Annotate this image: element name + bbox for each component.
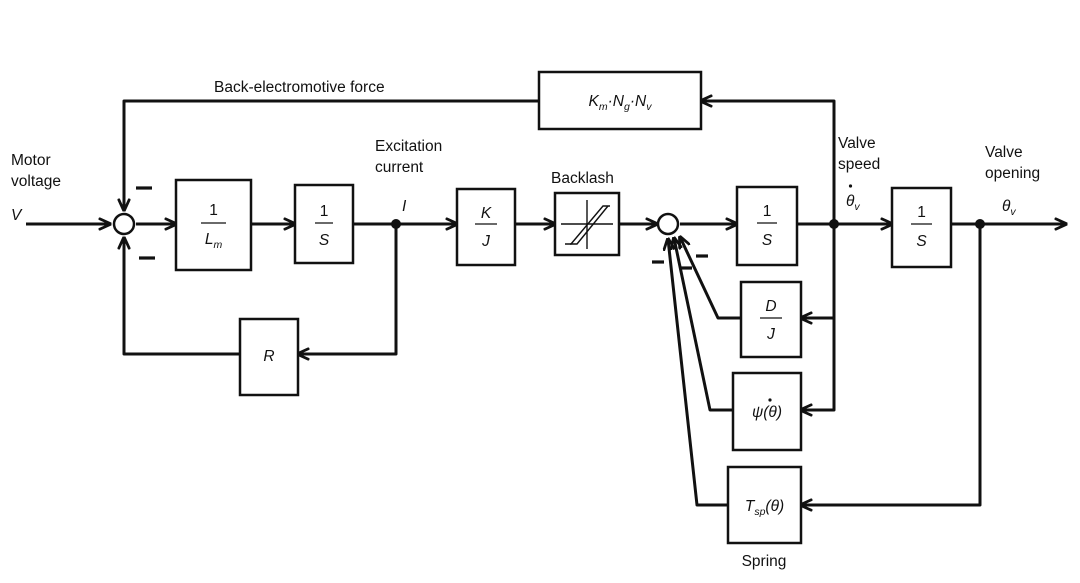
back-emf-label: Back-electromotive force: [214, 79, 385, 96]
block-inverse-inductance: 1 Lm: [174, 178, 253, 272]
backlash-label: Backlash: [551, 170, 614, 187]
DJ-feedback-to-sum2: [680, 237, 741, 320]
block-speed-integrator: 1 S: [735, 185, 799, 267]
damping-numerator: D: [765, 298, 776, 315]
speed-integrator-numerator: 1: [763, 203, 772, 220]
position-integrator-denominator: S: [916, 233, 927, 250]
block-position-integrator: 1 S: [890, 186, 953, 269]
block-resistance: R: [238, 317, 300, 397]
torque-summing-junction: [656, 212, 680, 236]
current-symbol: I: [402, 198, 407, 215]
input-voltage-symbol: V: [11, 207, 23, 224]
current-feedback-to-R: [298, 224, 398, 354]
opening-to-spring: [801, 224, 982, 505]
valve-opening-symbol: θv: [1002, 198, 1016, 218]
block-friction-function: ψ(θ): [731, 371, 803, 452]
friction-function-label: ψ(θ): [752, 404, 782, 421]
speed-junction: [829, 219, 839, 229]
friction-derivative-dot: [768, 398, 772, 402]
R-feedback-to-sum1: [124, 238, 240, 356]
speed-to-psi: [801, 318, 836, 410]
current-integrator-denominator: S: [319, 232, 330, 249]
spring-torque-label: Tsp(θ): [745, 498, 784, 518]
current-integrator-numerator: 1: [320, 203, 329, 220]
opening-junction: [975, 219, 985, 229]
block-current-integrator: 1 S: [293, 183, 355, 265]
position-integrator-numerator: 1: [917, 204, 926, 221]
current-junction: [391, 219, 401, 229]
torque-constant-denominator: J: [481, 233, 490, 250]
back-emf-feedback-to-gain: [701, 101, 836, 224]
block-torque-constant: K J: [455, 187, 517, 267]
spring-label: Spring: [742, 553, 787, 570]
signal-lines: [26, 101, 1066, 505]
block-backlash: [553, 191, 621, 257]
damping-denominator: J: [766, 326, 775, 343]
valve-speed-derivative-dot: [848, 184, 853, 188]
psi-feedback-to-sum2: [674, 238, 733, 412]
speed-to-DJ: [801, 224, 836, 318]
block-spring-torque: Tsp(θ): [726, 465, 803, 545]
inverse-inductance-denominator: Lm: [205, 231, 223, 251]
torque-constant-numerator: K: [481, 205, 492, 222]
resistance-label: R: [263, 348, 274, 365]
back-emf-gain-label: Km·Ng·Nv: [589, 93, 653, 113]
block-damping: D J: [739, 280, 803, 359]
block-back-emf-gain: Km·Ng·Nv: [537, 70, 703, 131]
backlash-hysteresis-icon: [561, 200, 613, 249]
voltage-summing-junction: [112, 212, 136, 236]
spring-feedback-to-sum2: [668, 239, 728, 507]
back-emf-feedback-to-sum1: [124, 99, 539, 210]
inverse-inductance-numerator: 1: [209, 202, 218, 219]
valve-speed-symbol: θv: [846, 193, 860, 213]
speed-integrator-denominator: S: [762, 232, 773, 249]
